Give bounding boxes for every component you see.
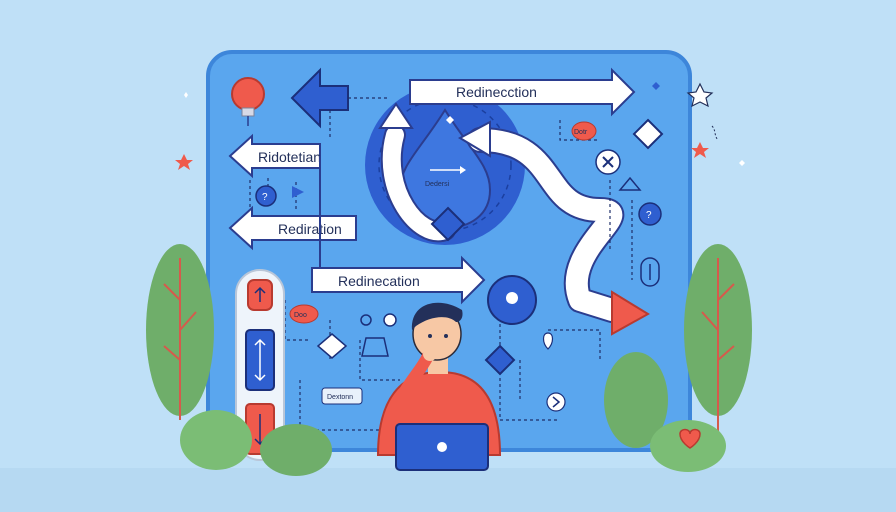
- dash-11: [548, 329, 601, 360]
- winding-arrow-tail-head: [457, 120, 491, 158]
- arrow-top: [409, 67, 636, 117]
- small-box[interactable]: [321, 387, 363, 405]
- question-icon-right[interactable]: [638, 202, 662, 226]
- loop-arrow-body: [382, 126, 454, 241]
- diamond-white-icon: [316, 333, 348, 359]
- star-icon-red-right: [691, 142, 709, 158]
- plant-left-bush-2: [260, 424, 332, 476]
- dash-14: [559, 120, 600, 141]
- arrow-top-label: Redinecction: [456, 84, 537, 100]
- doodle-line: [711, 125, 719, 141]
- diamond-outline-icon: [632, 118, 664, 150]
- plant-right-mid: [604, 352, 668, 448]
- radio-icon[interactable]: [360, 314, 372, 326]
- person-hand: [423, 347, 437, 361]
- sparkle-icon: [446, 116, 454, 124]
- ground: [0, 468, 896, 512]
- person-arm: [394, 350, 434, 406]
- lightbulb-base: [241, 107, 255, 117]
- arrow-left-mid-label: Rediration: [278, 221, 342, 237]
- status-badge-left: [289, 304, 319, 324]
- winding-arrow-body: [469, 129, 623, 321]
- gear-icon-center: [506, 292, 518, 304]
- diamond-icon: [430, 206, 466, 242]
- person-eye-left: [428, 334, 432, 338]
- pin-icon: [542, 332, 554, 350]
- status-badge-left-text: Doo: [294, 312, 307, 319]
- triangle-icon: [618, 176, 642, 191]
- settings-icon[interactable]: [383, 313, 397, 327]
- close-icon-x: [602, 156, 614, 168]
- dash-9: [499, 300, 560, 421]
- plant-left-stem: [163, 258, 197, 420]
- question-icon-right-glyph: ?: [646, 210, 652, 221]
- drop-arrow-head: [460, 166, 466, 174]
- sparkle-icon-left: [184, 92, 188, 98]
- status-badge-right: [571, 121, 597, 141]
- lightbulb-icon: [231, 77, 265, 111]
- star-icon: [686, 82, 714, 108]
- heart-icon: [679, 428, 701, 449]
- person-eye-right: [444, 334, 448, 338]
- circle-text: Dedersi: [425, 181, 450, 188]
- sparkle-icon-white: [739, 160, 745, 166]
- arrow-left-mid: [228, 205, 357, 251]
- sparkle-icon-blue: [652, 82, 660, 90]
- loop-arrow-head: [378, 102, 414, 129]
- arrow-left-top-label: Ridotetian: [258, 149, 321, 165]
- arrow-up-icon: [254, 286, 266, 302]
- dash-7: [359, 340, 400, 381]
- chevron-right-icon[interactable]: [546, 392, 566, 412]
- star-icon-red: [175, 154, 193, 170]
- arrow-updown-icon: [254, 338, 266, 382]
- winding-arrow-head: [611, 290, 650, 336]
- person-hair: [411, 302, 463, 330]
- question-icon-glyph: ?: [262, 192, 268, 203]
- laptop-logo: [437, 442, 447, 452]
- chevron-right-glyph: [552, 396, 561, 408]
- small-box-text: Dextonn: [327, 394, 353, 401]
- arrow-left-top: [228, 133, 321, 179]
- trapezoid-icon: [361, 337, 389, 357]
- arrow-center: [311, 255, 486, 305]
- plant-left-bush: [180, 410, 252, 470]
- plant-right-stem: [701, 258, 735, 440]
- play-icon: [292, 186, 304, 198]
- arrow-center-label: Redinecation: [338, 273, 420, 289]
- status-badge-right-text: Dotr: [574, 129, 588, 136]
- diamond-small-icon: [484, 344, 516, 376]
- question-icon[interactable]: [255, 185, 277, 207]
